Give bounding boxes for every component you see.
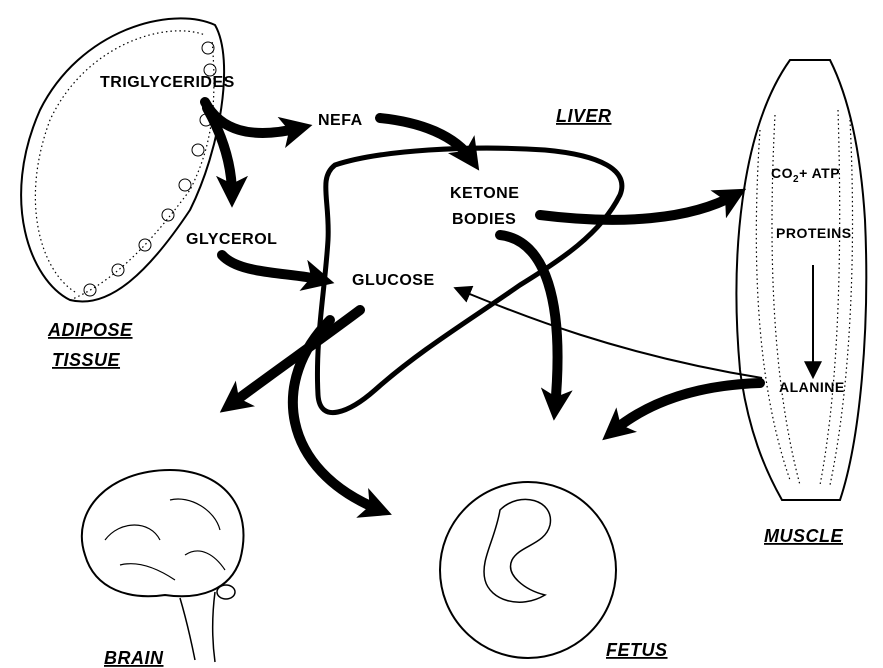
adipose-tissue-illustration	[21, 18, 224, 301]
label-co2-atp: CO2+ ATP	[771, 165, 840, 185]
title-brain: BRAIN	[104, 648, 164, 668]
title-muscle: MUSCLE	[764, 526, 843, 546]
title-liver: LIVER	[556, 106, 612, 126]
label-glucose: GLUCOSE	[352, 272, 435, 289]
fetus-illustration	[440, 482, 616, 658]
label-bodies: BODIES	[452, 211, 516, 228]
title-fetus: FETUS	[606, 640, 668, 660]
arrow-ketones-to-fetus	[500, 235, 558, 408]
arrow-alanine-to-glucose	[460, 290, 762, 378]
label-glycerol: GLYCEROL	[186, 231, 277, 248]
label-proteins: PROTEINS	[776, 225, 852, 241]
title-adipose: ADIPOSE	[47, 320, 133, 340]
label-ketone: KETONE	[450, 185, 519, 202]
title-tissue: TISSUE	[52, 350, 121, 370]
label-nefa: NEFA	[318, 112, 363, 129]
arrow-alanine-to-fetus	[612, 383, 760, 432]
label-triglycerides: TRIGLYCERIDES	[100, 74, 235, 91]
arrow-ketones-to-muscle	[540, 195, 735, 220]
muscle-illustration	[737, 60, 867, 500]
label-alanine: ALANINE	[779, 379, 845, 395]
arrow-glucose-to-fetus	[293, 320, 380, 510]
brain-illustration	[82, 470, 244, 662]
arrow-glycerol-to-glucose	[222, 255, 322, 280]
